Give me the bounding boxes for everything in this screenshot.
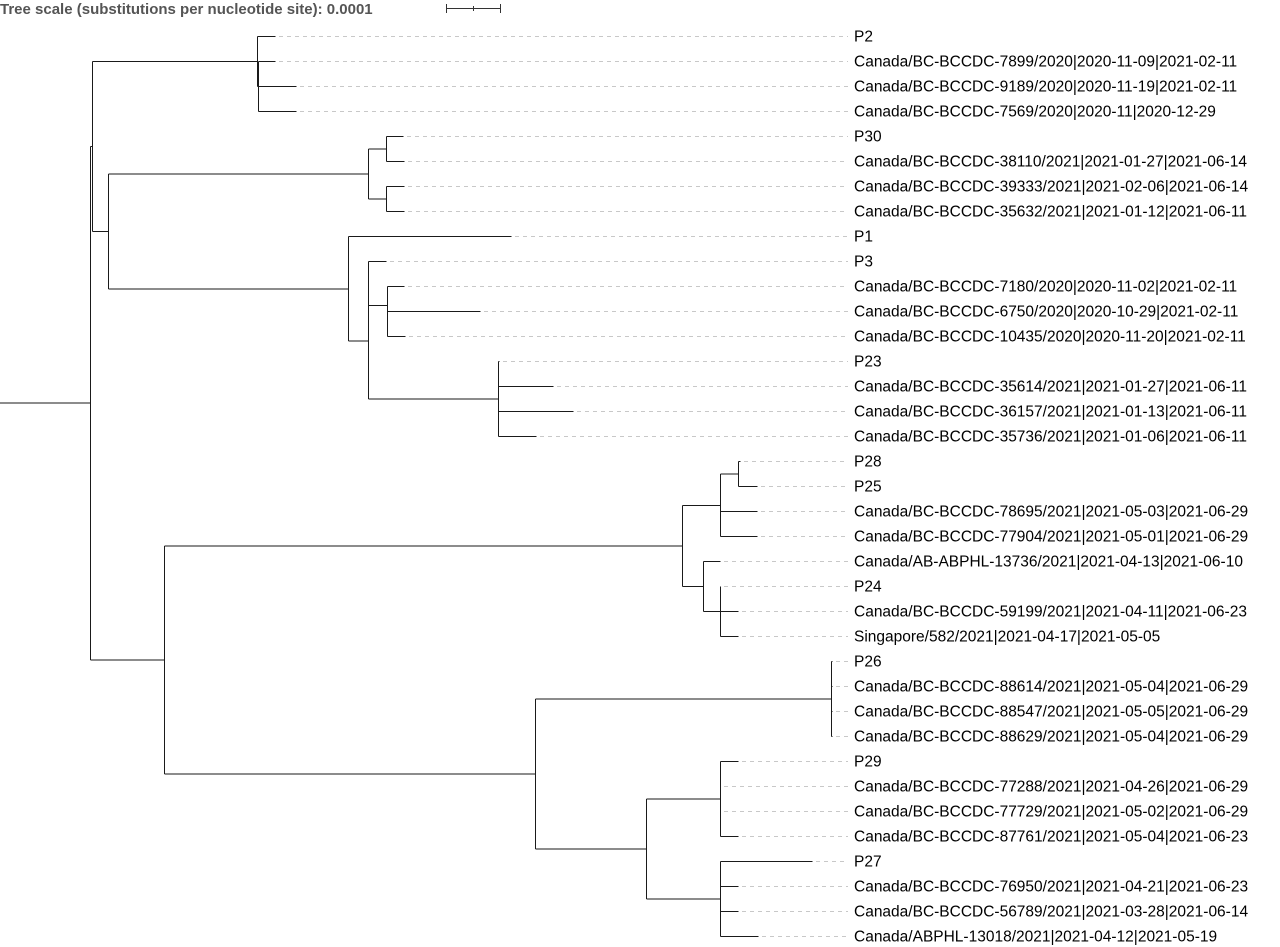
leaf-label-10: Canada/BC-BCCDC-7180/2020|2020-11-02|202… <box>854 279 1237 296</box>
leaf-label-32: Canada/BC-BCCDC-87761/2021|2021-05-04|20… <box>854 829 1248 846</box>
leaf-label-34: Canada/BC-BCCDC-76950/2021|2021-04-21|20… <box>854 879 1248 896</box>
leaf-label-15: Canada/BC-BCCDC-36157/2021|2021-01-13|20… <box>854 404 1247 421</box>
leaf-label-26: Canada/BC-BCCDC-88614/2021|2021-05-04|20… <box>854 679 1248 696</box>
leaf-label-30: Canada/BC-BCCDC-77288/2021|2021-04-26|20… <box>854 779 1248 796</box>
leaf-label-16: Canada/BC-BCCDC-35736/2021|2021-01-06|20… <box>854 429 1247 446</box>
tree-scale-legend: Tree scale (substitutions per nucleotide… <box>0 1 501 18</box>
leaf-label-0: P2 <box>854 29 873 46</box>
leaf-label-3: Canada/BC-BCCDC-7569/2020|2020-11|2020-1… <box>854 104 1216 121</box>
leaf-label-14: Canada/BC-BCCDC-35614/2021|2021-01-27|20… <box>854 379 1247 396</box>
leaf-label-20: Canada/BC-BCCDC-77904/2021|2021-05-01|20… <box>854 529 1248 546</box>
leaf-label-31: Canada/BC-BCCDC-77729/2021|2021-05-02|20… <box>854 804 1248 821</box>
leaf-label-8: P1 <box>854 229 873 246</box>
tree-scale-title: Tree scale (substitutions per nucleotide… <box>0 1 373 18</box>
leaf-label-5: Canada/BC-BCCDC-38110/2021|2021-01-27|20… <box>854 154 1247 171</box>
leaf-labels: P2Canada/BC-BCCDC-7899/2020|2020-11-09|2… <box>854 29 1248 946</box>
leaf-label-35: Canada/BC-BCCDC-56789/2021|2021-03-28|20… <box>854 904 1248 921</box>
leaf-guide-lines <box>279 36 848 937</box>
leaf-label-4: P30 <box>854 129 882 146</box>
leaf-label-33: P27 <box>854 854 882 871</box>
leaf-label-9: P3 <box>854 254 873 271</box>
leaf-label-28: Canada/BC-BCCDC-88629/2021|2021-05-04|20… <box>854 729 1248 746</box>
leaf-label-21: Canada/AB-ABPHL-13736/2021|2021-04-13|20… <box>854 554 1243 571</box>
leaf-label-19: Canada/BC-BCCDC-78695/2021|2021-05-03|20… <box>854 504 1248 521</box>
tree-branches <box>0 36 833 937</box>
tree-scale-label: Tree scale (substitutions per nucleotide… <box>0 1 323 18</box>
tree-scale-value: 0.0001 <box>327 1 373 18</box>
leaf-label-22: P24 <box>854 579 882 596</box>
leaf-label-1: Canada/BC-BCCDC-7899/2020|2020-11-09|202… <box>854 54 1237 71</box>
leaf-label-27: Canada/BC-BCCDC-88547/2021|2021-05-05|20… <box>854 704 1248 721</box>
leaf-label-7: Canada/BC-BCCDC-35632/2021|2021-01-12|20… <box>854 204 1247 221</box>
leaf-label-13: P23 <box>854 354 882 371</box>
leaf-label-17: P28 <box>854 454 882 471</box>
leaf-label-18: P25 <box>854 479 882 496</box>
leaf-label-11: Canada/BC-BCCDC-6750/2020|2020-10-29|202… <box>854 304 1238 321</box>
leaf-label-24: Singapore/582/2021|2021-04-17|2021-05-05 <box>854 629 1160 646</box>
leaf-label-2: Canada/BC-BCCDC-9189/2020|2020-11-19|202… <box>854 79 1237 96</box>
leaf-label-29: P29 <box>854 754 882 771</box>
leaf-label-12: Canada/BC-BCCDC-10435/2020|2020-11-20|20… <box>854 329 1246 346</box>
leaf-label-36: Canada/ABPHL-13018/2021|2021-04-12|2021-… <box>854 929 1217 946</box>
leaf-label-23: Canada/BC-BCCDC-59199/2021|2021-04-11|20… <box>854 604 1247 621</box>
leaf-label-6: Canada/BC-BCCDC-39333/2021|2021-02-06|20… <box>854 179 1248 196</box>
leaf-label-25: P26 <box>854 654 882 671</box>
